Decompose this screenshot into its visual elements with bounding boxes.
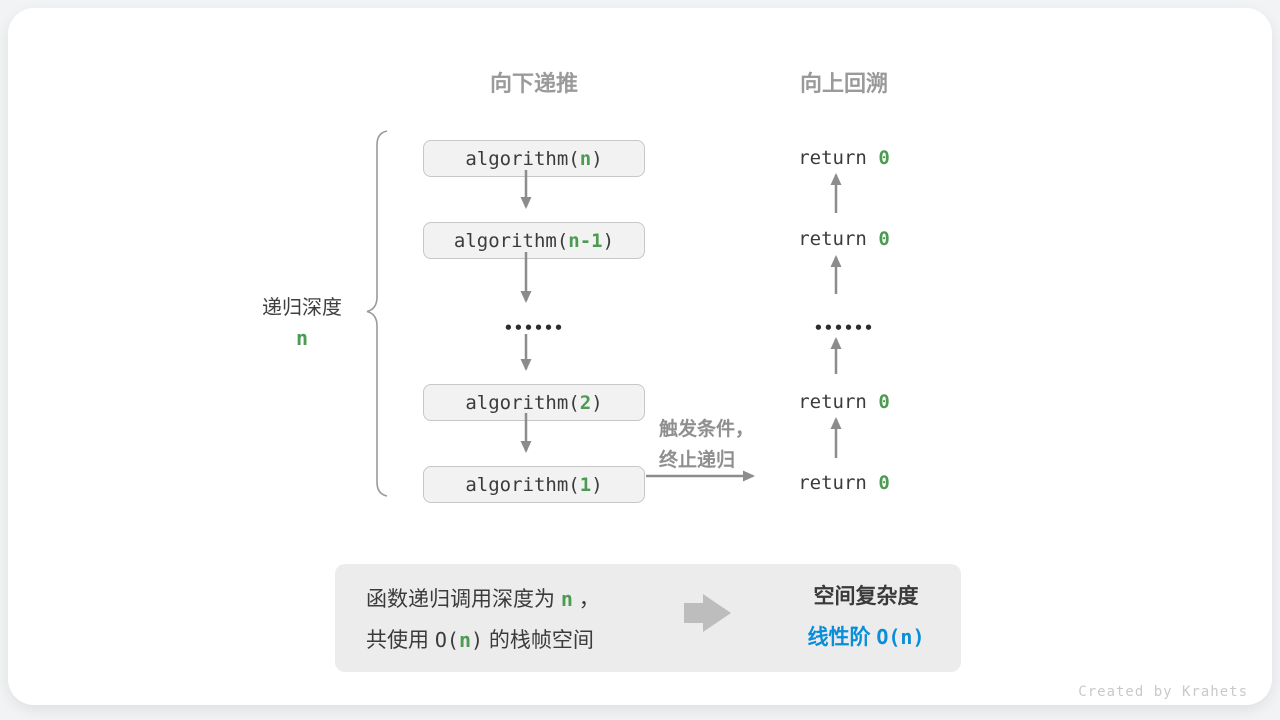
- call-box-2: algorithm(2): [423, 384, 645, 421]
- summary-line2-arg: n: [458, 628, 471, 652]
- call-box-arg: 1: [579, 473, 592, 496]
- call-box-prefix: algorithm(: [465, 147, 580, 170]
- summary-line1-text: 函数递归调用深度为: [366, 588, 561, 611]
- call-box-n: algorithm(n): [423, 140, 645, 177]
- return-keyword: return: [798, 391, 879, 413]
- summary-line1-post: ，: [572, 588, 600, 611]
- return-value: 0: [878, 147, 890, 169]
- call-box-n-1: algorithm(n-1): [423, 222, 645, 259]
- diagram-card: 向下递推 向上回溯 递归深度 n algorithm(n) algorithm(…: [8, 8, 1272, 705]
- call-box-1: algorithm(1): [423, 466, 645, 503]
- return-keyword: return: [798, 472, 879, 494]
- recursion-depth-label: 递归深度: [262, 297, 342, 319]
- header-upward-backtrack: 向上回溯: [734, 66, 954, 98]
- space-complexity-result: 线性阶 O(n): [756, 623, 976, 652]
- return-row-1: return 0: [734, 146, 954, 171]
- call-box-arg: 2: [579, 391, 592, 414]
- return-ellipsis: ••••••: [813, 319, 875, 337]
- summary-line2-code-close: ): [470, 628, 484, 652]
- header-downward-label: 向下递推: [489, 71, 578, 96]
- return-row-2: return 0: [734, 227, 954, 252]
- trigger-note-line2: 终止递归: [659, 450, 736, 471]
- return-row-4: return 0: [734, 471, 954, 496]
- complexity-notation: O(n): [876, 625, 925, 649]
- call-box-arg: n: [579, 147, 592, 170]
- summary-line2-code-open: O(: [434, 628, 459, 652]
- summary-panel: [335, 564, 961, 672]
- call-box-prefix: algorithm(: [465, 391, 580, 414]
- return-keyword: return: [798, 228, 879, 250]
- summary-line1: 函数递归调用深度为 n ，: [366, 579, 606, 620]
- call-box-suffix: ): [591, 391, 603, 414]
- call-box-prefix: algorithm(: [453, 229, 569, 252]
- summary-statement: 函数递归调用深度为 n ， 共使用 O(n) 的栈帧空间: [366, 579, 606, 661]
- summary-line2-post: 的栈帧空间: [483, 629, 594, 652]
- call-box-arg: n-1: [568, 229, 603, 252]
- summary-conclusion: 空间复杂度 线性阶 O(n): [756, 583, 976, 652]
- return-keyword: return: [798, 147, 879, 169]
- summary-line1-arg: n: [560, 587, 573, 611]
- trigger-note-line1: 触发条件，: [659, 419, 755, 440]
- trigger-note: 触发条件， 终止递归: [659, 414, 779, 476]
- call-box-suffix: ): [591, 147, 603, 170]
- call-stack-ellipsis: ••••••: [503, 319, 565, 337]
- credit-text: Created by Krahets: [1078, 684, 1248, 700]
- summary-line2-text: 共使用: [366, 629, 435, 652]
- header-upward-label: 向上回溯: [799, 71, 888, 96]
- call-box-suffix: ): [602, 229, 615, 252]
- return-value: 0: [878, 472, 890, 494]
- header-downward-recursion: 向下递推: [424, 66, 644, 98]
- return-value: 0: [878, 228, 890, 250]
- space-complexity-title: 空间复杂度: [813, 585, 919, 608]
- recursion-depth-value: n: [295, 326, 309, 350]
- return-row-3: return 0: [734, 390, 954, 415]
- return-value: 0: [878, 391, 890, 413]
- call-box-suffix: ): [591, 473, 603, 496]
- complexity-order-label: 线性阶: [807, 626, 877, 649]
- summary-line2: 共使用 O(n) 的栈帧空间: [366, 620, 606, 661]
- call-box-prefix: algorithm(: [465, 473, 580, 496]
